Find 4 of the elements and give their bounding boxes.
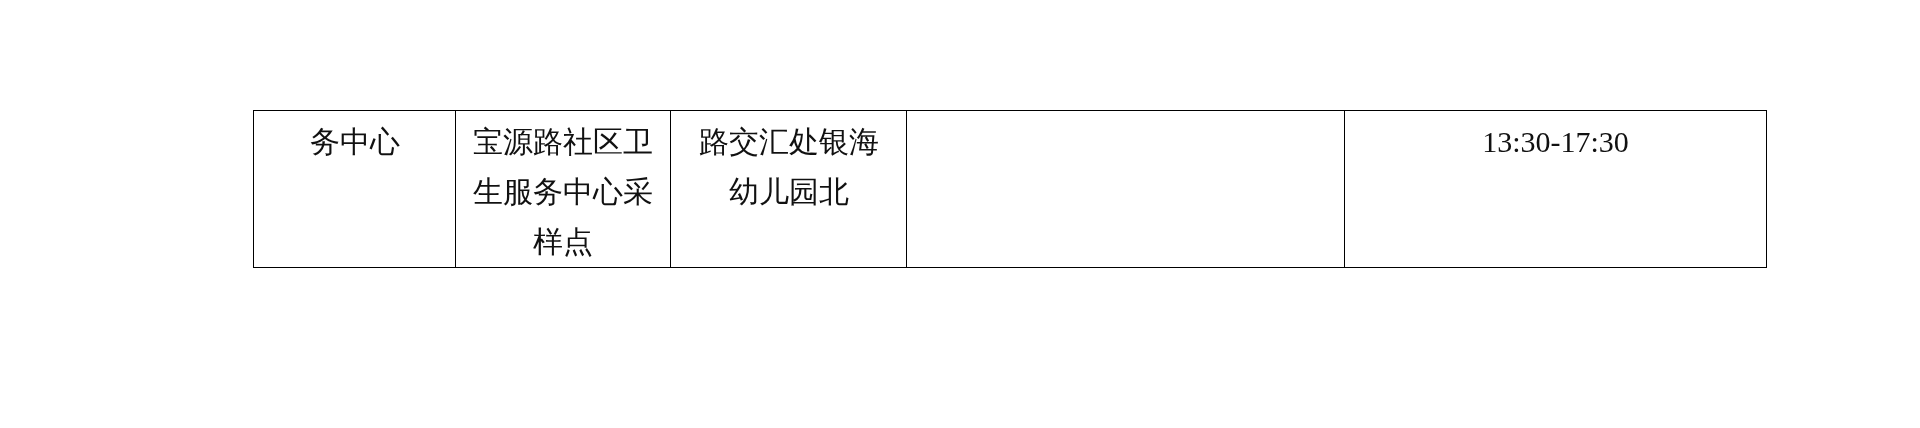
cell-text: 13:30-17:30 — [1482, 125, 1629, 158]
cell-text: 路交汇处银海幼儿园北 — [698, 125, 879, 208]
cell-text: 务中心 — [309, 125, 400, 158]
cell-text: 宝源路社区卫生服务中心采样点 — [473, 125, 653, 258]
